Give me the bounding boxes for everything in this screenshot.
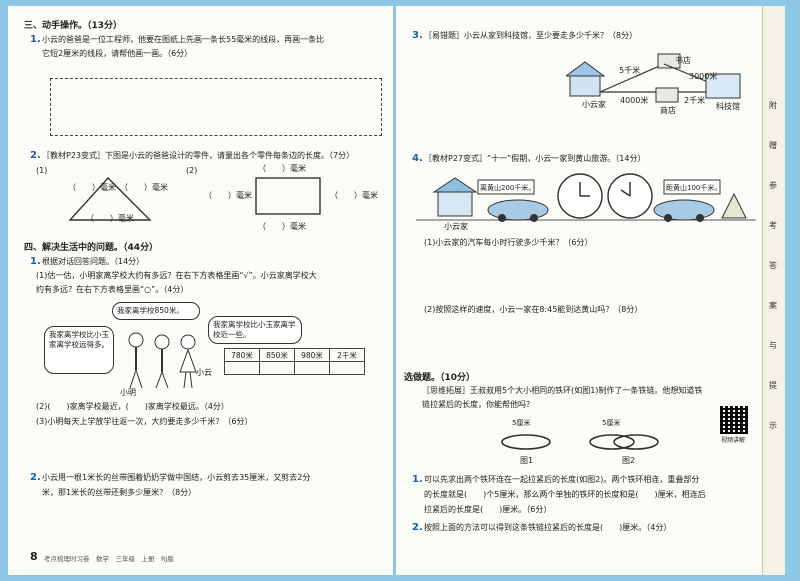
- right-page: [396, 6, 762, 575]
- table-cell: 2千米: [329, 348, 365, 362]
- rect-top-unit: （ ）毫米: [258, 164, 306, 173]
- sidebar-char: 考: [769, 221, 777, 230]
- qr-caption: 视频讲解: [721, 437, 746, 444]
- q1-number: 1.: [30, 34, 41, 45]
- r-q4-sub1: (1)小云家的汽车每小时行驶多少千米？（6分）: [424, 238, 593, 247]
- sidebar-char: 示: [769, 421, 777, 430]
- rectangle-part: [255, 177, 321, 215]
- q4-1-line3: (2)( )家离学校最近，( )家离学校最远。（4分）: [36, 402, 229, 411]
- road-sign-2: 距黄山100千米。: [666, 184, 722, 192]
- q4-1-line1: (1)估一估，小明家离学校大约有多远？在右下方表格里画“√”。小云家离学校大: [36, 271, 317, 280]
- table-cell: 780米: [224, 348, 260, 362]
- map-2km: 2千米: [684, 96, 706, 105]
- answer-cell[interactable]: [329, 361, 365, 375]
- map-shop: 商店: [660, 106, 676, 115]
- answer-cell[interactable]: [224, 361, 260, 375]
- map-museum: 科技馆: [716, 102, 740, 111]
- map-4000m: 4000米: [620, 96, 649, 105]
- label-xiaoming: 小明: [120, 388, 136, 397]
- c2-number: 2.: [412, 522, 423, 533]
- q2-text: ［教材P23变式］下图是小云的爸爸设计的零件，请量出各个零件每条边的长度。（7分…: [42, 151, 355, 160]
- optional-line2: 链拉紧后的长度，你能帮他吗？: [422, 400, 534, 409]
- fig1-length: 5厘米: [512, 419, 531, 427]
- c1-line2: 的长度就是( )个5厘米，那么两个单独的铁环的长度和是( )厘米，相连后: [424, 490, 706, 499]
- sidebar-char: 提: [769, 381, 777, 390]
- left-page: [8, 6, 393, 575]
- c2-line1: 按照上面的方法可以得到这条铁链拉紧后的长度是( )厘米。（4分）: [424, 523, 672, 532]
- rect-left-unit: （ ）毫米: [204, 191, 252, 200]
- r-q4-text: ［教材P27变式］“十一”假期，小云一家到黄山旅游。（14分）: [424, 154, 646, 163]
- sidebar-char: 附: [769, 101, 777, 110]
- triangle-part: [68, 176, 152, 221]
- r-q3-text: ［易错题］小云从家到科技馆，至少要走多少千米？（8分）: [424, 31, 638, 40]
- q4-1-line2: 约有多远？在右下方表格里画“○”。（4分）: [36, 285, 189, 294]
- speech-bubble-top: 我家离学校850米。: [112, 302, 200, 320]
- trip-illustration: [416, 173, 756, 222]
- label-xiaoyun: 小云: [196, 368, 212, 377]
- map-5km: 5千米: [619, 66, 641, 75]
- r-q4-number: 4.: [412, 153, 423, 164]
- page-number: 8: [30, 550, 38, 563]
- speech-bubble-right: 我家离学校比小玉家离学校近一些。: [208, 316, 302, 344]
- r-q4-sub2: (2)按照这样的速度，小云一家在8:45能到达黄山吗？（8分）: [424, 305, 643, 314]
- label-home: 小云家: [444, 222, 468, 231]
- q2-sub2: (2): [186, 166, 198, 175]
- optional-title: 选做题。（10分）: [404, 373, 476, 383]
- sidebar-char: 参: [769, 181, 777, 190]
- q4-2-line2: 米，那1米长的丝带还剩多少厘米？（8分）: [42, 488, 197, 497]
- fig2-length: 5厘米: [602, 419, 621, 427]
- section-4-title: 四、解决生活中的问题。（44分）: [24, 243, 159, 253]
- q2-number: 2.: [30, 150, 41, 161]
- ring-figures: [501, 434, 659, 450]
- fig1-caption: 图1: [520, 456, 534, 465]
- answer-sidebar: [762, 6, 785, 575]
- map-home: 小云家: [582, 100, 606, 109]
- sidebar-char: 答: [769, 261, 777, 270]
- sidebar-char: 赠: [769, 141, 777, 150]
- c1-number: 1.: [412, 474, 423, 485]
- optional-line1: ［思维拓展］王叔叔用5个大小相同的铁环(如图1)制作了一条铁链。他想知道铁: [422, 386, 703, 395]
- children-illustration: [128, 332, 197, 389]
- triangle-right-unit: （ ）毫米: [120, 183, 168, 192]
- sidebar-char: 与: [769, 341, 777, 350]
- qr-code[interactable]: [720, 406, 748, 434]
- triangle-left-unit: （ ）毫米: [68, 183, 116, 192]
- q1-text-2: 它短2厘米的线段，请帮他画一画。（6分）: [42, 49, 193, 58]
- r-q3-number: 3.: [412, 30, 423, 41]
- map-3000m: 3000米: [689, 72, 718, 81]
- route-map: [566, 53, 741, 103]
- speech-bubble-left: 我家离学校比小玉家离学校远得多。: [44, 326, 114, 374]
- answer-cell[interactable]: [259, 361, 295, 375]
- table-cell: 850米: [259, 348, 295, 362]
- drawing-area[interactable]: [50, 78, 382, 136]
- fig2-caption: 图2: [622, 456, 636, 465]
- q4-1-title: 根据对话回答问题。（14分）: [42, 257, 145, 266]
- c1-line1: 可以先求出两个铁环连在一起拉紧后的长度(如图2)。两个铁环相连，重叠部分: [424, 475, 700, 484]
- distance-table: 780米 850米 980米 2千米: [224, 348, 365, 375]
- q4-2-line1: 小云用一根1米长的丝带围着奶奶学做中国结，小云剪去35厘米，又剪去2分: [42, 473, 311, 482]
- q4-1-line4: (3)小明每天上学放学往返一次，大约要走多少千米？（6分）: [36, 417, 253, 426]
- triangle-bottom-unit: （ ）毫米: [86, 214, 134, 223]
- q4-2-number: 2.: [30, 472, 41, 483]
- page-footer: 考点梳理时习卷 数学 三年级 上册 RJ版: [44, 555, 174, 563]
- sidebar-char: 案: [769, 301, 777, 310]
- map-bookstore: 书店: [675, 56, 691, 65]
- rect-right-unit: （ ）毫米: [330, 191, 378, 200]
- q4-1-number: 1.: [30, 256, 41, 267]
- table-cell: 980米: [294, 348, 330, 362]
- q1-text: 小云的爸爸是一位工程师，他要在图纸上先画一条长55毫米的线段，再画一条比: [42, 35, 325, 44]
- rect-bottom-unit: （ ）毫米: [258, 222, 306, 231]
- q2-sub1: (1): [36, 166, 48, 175]
- section-3-title: 三、动手操作。（13分）: [24, 21, 123, 31]
- answer-cell[interactable]: [294, 361, 330, 375]
- c1-line3: 拉紧后的长度是( )厘米。（6分）: [424, 505, 552, 514]
- road-sign-1: 离黄山200千米。: [480, 184, 536, 192]
